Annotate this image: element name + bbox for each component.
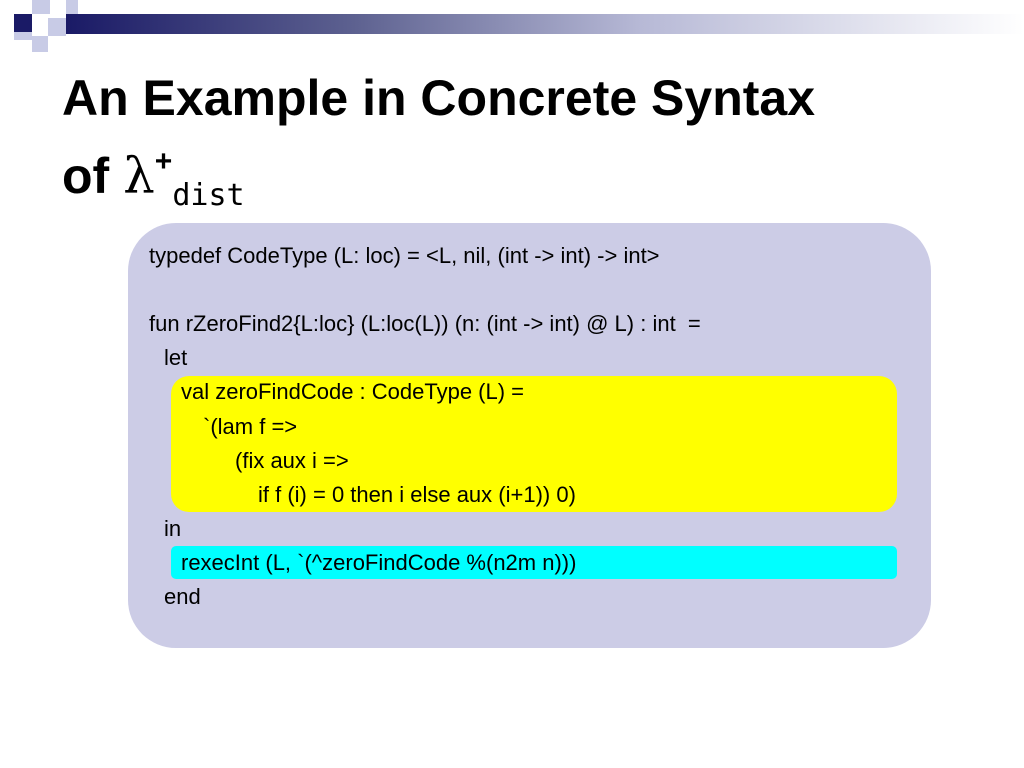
title-line-2: of λ+dist — [62, 130, 962, 216]
slide-title: An Example in Concrete Syntax of λ+dist — [62, 66, 962, 216]
corner-square-lavender-1 — [32, 0, 50, 14]
code-line-lam: `(lam f => — [203, 414, 298, 439]
corner-square-lavender-3 — [32, 36, 48, 52]
code-line-if: if f (i) = 0 then i else aux (i+1)) 0) — [258, 482, 576, 507]
title-line-1: An Example in Concrete Syntax — [62, 70, 816, 126]
title-plus: + — [154, 145, 173, 178]
title-of: of — [62, 148, 124, 204]
corner-square-lavender-4 — [14, 32, 32, 40]
code-line-end: end — [164, 584, 201, 609]
code-line-fix: (fix aux i => — [235, 448, 349, 473]
code-highlight-cyan — [171, 546, 897, 579]
lambda-symbol: λ — [123, 147, 155, 205]
code-line-fun: fun rZeroFind2{L:loc} (L:loc(L)) (n: (in… — [149, 311, 701, 336]
title-subscript: dist — [172, 178, 245, 213]
corner-square-lavender-5 — [66, 0, 78, 14]
code-line-rexec: rexecInt (L, `(^zeroFindCode %(n2m n))) — [181, 550, 577, 575]
code-line-let: let — [164, 345, 188, 370]
corner-square-lavender-2 — [48, 18, 66, 36]
corner-square-navy-1 — [14, 14, 32, 32]
code-line-typedef: typedef CodeType (L: loc) = <L, nil, (in… — [149, 243, 660, 268]
code-line-val: val zeroFindCode : CodeType (L) = — [181, 379, 525, 404]
code-highlight-yellow — [171, 376, 897, 512]
header-gradient-bar — [66, 14, 1024, 34]
code-line-in: in — [164, 516, 182, 541]
